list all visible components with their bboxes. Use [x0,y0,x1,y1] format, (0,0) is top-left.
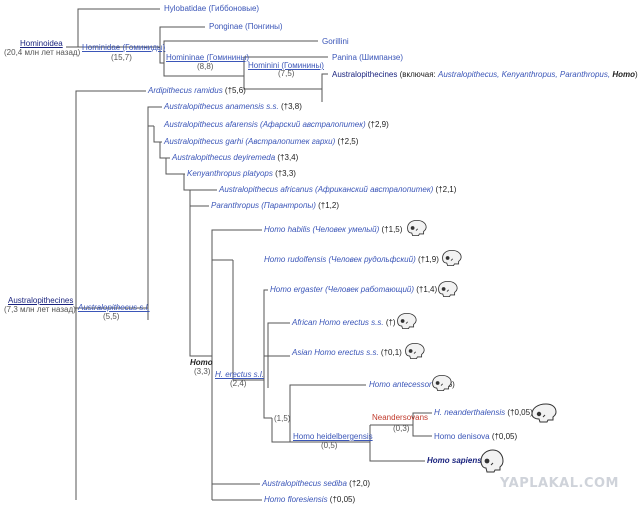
panina-label[interactable]: Panina (Шимпанзе) [332,53,403,62]
erectus-sl-label[interactable]: H. erectus s.l. [215,370,264,379]
hominini-label[interactable]: Hominini (Гоминины) [248,61,324,70]
ergaster-label[interactable]: Homo ergaster (Человек работающий) [270,285,415,294]
skull-icon [438,280,458,298]
deyiremeda-row: Australopithecus deyiremeda (†3,4) [172,153,298,163]
africanus-age: (†2,1) [433,185,457,194]
sediba-label[interactable]: Australopithecus sediba [262,479,347,488]
antecessor-label[interactable]: Homo antecessor [369,380,432,389]
afarensis-label[interactable]: Australopithecus afarensis (Афарский авс… [164,120,366,129]
australopithecus-sl-age: (5,5) [103,312,120,321]
neanderthalensis-age: (†0,05) [505,408,533,417]
root-age: (7,3 млн лет назад) [4,305,76,314]
kenyanthropus-age: (†3,3) [272,169,296,178]
root-australopithecines-label[interactable]: Australopithecines [8,296,74,305]
skull-icon [432,374,452,392]
homo-inline: Homo [612,70,635,79]
hominini-age: (7,5) [278,69,295,78]
africanus-row: Australopithecus africanus (Африканский … [219,185,456,195]
kenyanthropus-label[interactable]: Kenyanthropus platyops [187,169,273,178]
habilis-age: (†1,5) [379,225,403,234]
including-prefix: (включая: [397,70,438,79]
anamensis-age: (†3,8) [278,102,302,111]
deyiremeda-label[interactable]: Australopithecus deyiremeda [172,153,276,162]
sapiens-label[interactable]: Homo sapiens [427,456,482,465]
ardipithecus-row: Ardipithecus ramidus (†5,6) [148,86,246,96]
hominoidea-label[interactable]: Hominoidea [20,39,63,48]
african-erectus-row: African Homo erectus s.s. (†) [292,318,396,328]
australopithecus-sl-label[interactable]: Australopithecus s.l. [78,303,150,312]
hominidae-label[interactable]: Hominidae (Гоминиды) [82,43,166,52]
including-suffix: ) [635,70,638,79]
garhi-label[interactable]: Australopithecus garhi (Австралопитек га… [164,137,336,146]
afarensis-age: (†2,9) [365,120,389,129]
rudolfensis-label[interactable]: Homo rudolfensis (Человек рудольфский) [264,255,416,264]
floresiensis-age: (†0,05) [327,495,356,504]
denisova-row: Homo denisova (†0,05) [434,432,517,442]
asian-erectus-row: Asian Homo erectus s.s. (†0,1) [292,348,402,358]
anamensis-row: Australopithecus anamensis s.s. (†3,8) [164,102,302,112]
australopithecines-top-label[interactable]: Australopithecines [332,70,398,79]
paranthropus-label[interactable]: Paranthropus (Парантропы) [211,201,316,210]
paranthropus-row: Paranthropus (Парантропы) (†1,2) [211,201,339,211]
neanderthalensis-row: H. neanderthalensis (†0,05) [434,408,533,418]
ardipithecus-label[interactable]: Ardipithecus ramidus [148,86,223,95]
hominoidea-age: (20,4 млн лет назад) [4,48,81,57]
skull-icon [480,449,504,473]
homininae-label[interactable]: Homininae (Гоминины) [166,53,250,62]
homo-node-age: (3,3) [194,367,211,376]
floresiensis-label[interactable]: Homo floresiensis [264,495,328,504]
australopithecines-include-line: Australopithecines (включая: Australopit… [332,70,638,80]
anamensis-label[interactable]: Australopithecus anamensis s.s. [164,102,279,111]
africanus-label[interactable]: Australopithecus africanus (Африканский … [219,185,434,194]
ergaster-row: Homo ergaster (Человек работающий) (†1,4… [270,285,437,295]
asian-erectus-label[interactable]: Asian Homo erectus s.s. [292,348,379,357]
skull-icon [407,219,427,237]
rudolfensis-age: (†1,9) [415,255,439,264]
sediba-age: (†2,0) [346,479,371,488]
erectus-sl-age: (2,4) [230,379,247,388]
hylobatidae-label[interactable]: Hylobatidae (Гиббоновые) [164,4,260,13]
rudolfensis-row: Homo rudolfensis (Человек рудольфский) (… [264,255,439,265]
afarensis-row: Australopithecus afarensis (Афарский авс… [164,120,389,130]
heidelbergensis-age: (0,5) [321,441,338,450]
ardipithecus-age: (†5,6) [222,86,246,95]
habilis-label[interactable]: Homo habilis (Человек умелый) [264,225,380,234]
neandersovans-age: (0,3) [393,424,410,433]
included-genera: Australopithecus, Kenyanthropus, Paranth… [438,70,613,79]
node-1-5: (1,5) [274,414,291,423]
african-erectus-age: (†) [383,318,396,327]
garhi-row: Australopithecus garhi (Австралопитек га… [164,137,358,147]
garhi-age: (†2,5) [335,137,359,146]
homo-node-label[interactable]: Homo [190,358,213,367]
african-erectus-label[interactable]: African Homo erectus s.s. [292,318,384,327]
skull-icon [442,249,462,267]
paranthropus-age: (†1,2) [315,201,340,210]
floresiensis-row: Homo floresiensis (†0,05) [264,495,355,505]
homininae-age: (8,8) [197,62,214,71]
heidelbergensis-label[interactable]: Homo heidelbergensis [293,432,373,441]
kenyanthropus-row: Kenyanthropus platyops (†3,3) [187,169,296,179]
habilis-row: Homo habilis (Человек умелый) (†1,5) [264,225,402,235]
hominidae-age: (15,7) [111,53,132,62]
deyiremeda-age: (†3,4) [275,153,299,162]
skull-icon [531,403,557,423]
neanderthalensis-label[interactable]: H. neanderthalensis [434,408,506,417]
sediba-row: Australopithecus sediba (†2,0) [262,479,370,489]
ponginae-label[interactable]: Ponginae (Понгины) [209,22,283,31]
gorillini-label[interactable]: Gorillini [322,37,349,46]
ergaster-age: (†1,4) [414,285,438,294]
denisova-age: (†0,05) [489,432,518,441]
neandersovans-label[interactable]: Neandersovans [372,413,429,422]
watermark: YAPLAKAL.COM [500,476,619,491]
skull-icon [397,312,417,330]
skull-icon [405,342,425,360]
denisova-label[interactable]: Homo denisova [434,432,490,441]
asian-erectus-age: (†0,1) [378,348,402,357]
